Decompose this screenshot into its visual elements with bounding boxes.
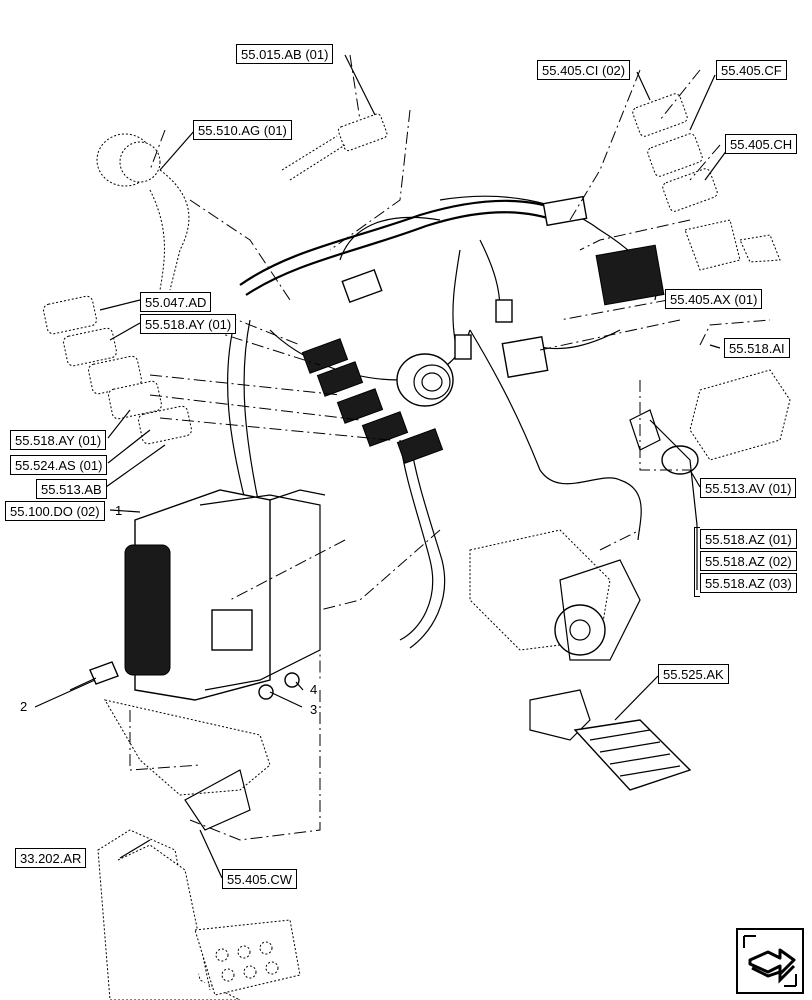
bolt [69,661,119,691]
ref-55-405-cw[interactable]: 55.405.CW [222,869,298,889]
item-number-2: 2 [20,699,28,714]
item-number-1: 1 [115,503,123,518]
item-number-4: 4 [310,682,318,697]
left-connector-stack [43,295,192,445]
ref-55-510-ag-01[interactable]: 55.510.AG (01) [193,120,292,140]
reference-leaders [34,54,728,879]
ref-55-015-ab-01[interactable]: 55.015.AB (01) [236,44,334,64]
ref-55-518-az-03[interactable]: 55.518.AZ (03) [700,573,797,593]
ref-33-202-ar[interactable]: 33.202.AR [15,848,87,868]
control-module [124,489,326,701]
item-number-3: 3 [310,702,318,717]
ref-55-518-ay-01-a[interactable]: 55.518.AY (01) [140,314,237,334]
ref-55-518-az-01[interactable]: 55.518.AZ (01) [700,529,797,549]
ref-55-405-cf[interactable]: 55.405.CF [716,60,787,80]
ref-55-524-as-01[interactable]: 55.524.AS (01) [10,455,108,475]
ref-55-513-av-01[interactable]: 55.513.AV (01) [700,478,797,498]
round-connector [396,353,454,407]
ref-55-100-do-02[interactable]: 55.100.DO (02) [5,501,105,521]
ref-55-518-ai[interactable]: 55.518.AI [724,338,790,358]
ref-55-405-ci-02[interactable]: 55.405.CI (02) [537,60,631,80]
ref-55-405-ch[interactable]: 55.405.CH [725,134,798,154]
ref-55-518-az-02[interactable]: 55.518.AZ (02) [700,551,797,571]
leader-lines [129,54,771,841]
brake-pedal-assembly [97,699,301,1000]
ref-55-047-ad[interactable]: 55.047.AD [140,292,212,312]
ref-55-513-ab[interactable]: 55.513.AB [36,479,107,499]
right-sensor-bracket [629,369,791,475]
top-right-connectors [632,93,781,271]
round-connector-topleft [96,133,190,291]
ref-55-518-ay-01-b[interactable]: 55.518.AY (01) [10,430,107,450]
ref-55-405-ax-01[interactable]: 55.405.AX (01) [665,289,763,309]
next-page-arrow-icon[interactable] [736,928,804,994]
washer [258,684,274,700]
central-connectors [301,195,665,464]
accelerator-pedal [469,529,692,791]
az-group-bracket [694,527,700,597]
ref-55-525-ak[interactable]: 55.525.AK [658,664,729,684]
nut [284,672,300,688]
top-mid-connector [281,113,388,181]
